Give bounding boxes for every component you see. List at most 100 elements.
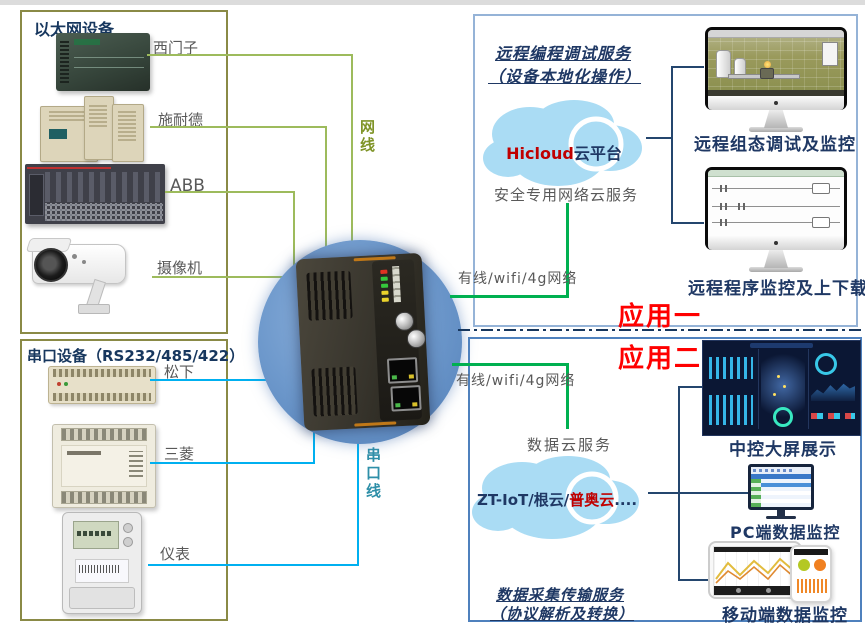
ladder-toolbar (708, 170, 844, 177)
iot-name-part3: .... (614, 491, 638, 509)
dashboard-header (750, 343, 813, 348)
tablet-line-chart (715, 557, 795, 584)
bottom-bracket-branch-3 (678, 579, 712, 581)
application-two-frame (468, 337, 862, 622)
scada-screen-content (708, 30, 844, 96)
pc-monitor-base (766, 516, 796, 519)
schneider-connector-line (150, 126, 327, 128)
ladder-contact (725, 203, 727, 210)
abb-label: ABB (170, 176, 205, 196)
network-type-label-top: 有线/wifi/4g网络 (458, 271, 578, 287)
data-service-title: 数据采集传输服务 (496, 586, 625, 604)
siemens-vent (60, 41, 69, 83)
iot-cloud-name: ZT-IoT/根云/普奥云.... (466, 489, 648, 510)
iot-cloud-icon (472, 456, 639, 539)
green-link-bottom-horizontal (452, 363, 569, 366)
meter-digits (77, 531, 111, 536)
ladder-coil (812, 217, 830, 228)
hicloud-cloud-name: Hicloud云平台 (478, 140, 650, 164)
abb-terminals (45, 203, 163, 221)
ladder-monitor-image (705, 167, 847, 272)
siemens-connector-drop (351, 54, 353, 244)
scada-monitor-image (705, 27, 847, 132)
scada-flame (764, 61, 771, 68)
monitor-screen (705, 27, 847, 110)
phone-top-bar (794, 549, 828, 555)
pc-selected-row (761, 483, 811, 487)
application-one-label: 应用一 (618, 302, 703, 332)
top-bracket-vertical (671, 66, 673, 224)
panasonic-terminals (53, 393, 151, 401)
meter-terminal-cover (69, 587, 135, 609)
ethernet-cable-label: 网线 (360, 118, 376, 154)
green-link-top-vertical (566, 203, 569, 297)
schneider-vent (118, 111, 136, 141)
meter-label: 仪表 (160, 545, 191, 563)
schneider-connector-drop (325, 126, 327, 250)
secure-network-caption: 安全专用网络云服务 (494, 186, 639, 204)
iot-name-part2: 普奥云 (569, 491, 615, 509)
dashboard-caption: 中控大屏展示 (729, 440, 837, 460)
camera-label: 摄像机 (157, 259, 203, 277)
led-yellow (381, 297, 389, 302)
gateway-vent-bottom (311, 366, 358, 417)
panasonic-plc-image (48, 366, 156, 404)
mitsubishi-label: 三菱 (164, 445, 195, 463)
panasonic-connector-line (150, 379, 270, 381)
dashboard-grid (758, 349, 759, 429)
camera-image (25, 236, 150, 326)
meter-barcode (79, 565, 119, 573)
green-link-bottom-vertical (566, 363, 569, 429)
ladder-rung (712, 222, 840, 223)
meter-image (62, 512, 142, 614)
scada-tank (716, 50, 731, 78)
serial-cable-label: 串口线 (366, 446, 382, 500)
pc-left-column (751, 479, 761, 507)
abb-slots (45, 172, 163, 202)
led-green (380, 283, 389, 288)
top-bracket-branch-2 (671, 222, 704, 224)
remote-service-title: 远程编程调试服务 (495, 44, 632, 63)
data-service-subtitle: （协议解析及转换） (490, 605, 635, 623)
camera-base (78, 304, 110, 314)
top-edge-strip (0, 0, 865, 5)
pc-monitor-stand (777, 510, 785, 516)
meter-connector-line (148, 564, 359, 566)
dashboard-gauge-ring (815, 353, 837, 375)
application-two-label: 应用二 (618, 344, 703, 374)
gateway-device-image (295, 252, 431, 432)
scada-machine (760, 68, 774, 79)
data-cloud-caption: 数据云服务 (527, 436, 613, 454)
tablet-bottom-bar (714, 586, 798, 595)
abb-plc-image (25, 164, 165, 224)
serial-trunk-line (357, 441, 359, 566)
dashboard-bar-chart (709, 395, 753, 425)
schneider-plc-image (40, 96, 144, 162)
port-led-yellow (412, 402, 418, 407)
dashboard-speedometer (773, 407, 793, 427)
bottom-bracket-vertical (678, 386, 680, 581)
dashboard-status-chips (811, 413, 855, 419)
monitor-chin (708, 236, 844, 250)
ladder-screen-content (708, 170, 844, 236)
monitor-stand (764, 250, 788, 268)
port-led-yellow (408, 374, 414, 379)
schneider-label: 施耐德 (158, 111, 204, 129)
siemens-stripe (74, 67, 144, 68)
bottom-bracket-stem (648, 492, 750, 494)
dashboard-area-chart (811, 383, 855, 401)
ladder-contact (720, 219, 722, 226)
ladder-contact (720, 185, 722, 192)
tablet-knob (735, 588, 741, 593)
scada-menubar (708, 30, 844, 38)
ladder-contact (738, 203, 740, 210)
phone-screen (794, 549, 828, 599)
pc-screen (748, 464, 814, 510)
abb-red-stripe (27, 167, 111, 169)
dashboard-map-dot (783, 385, 786, 388)
ethernet-port-icon (386, 357, 419, 384)
panasonic-led (57, 382, 61, 386)
mitsubishi-plc-image (52, 424, 156, 508)
phone-donut-yellow (798, 559, 810, 571)
